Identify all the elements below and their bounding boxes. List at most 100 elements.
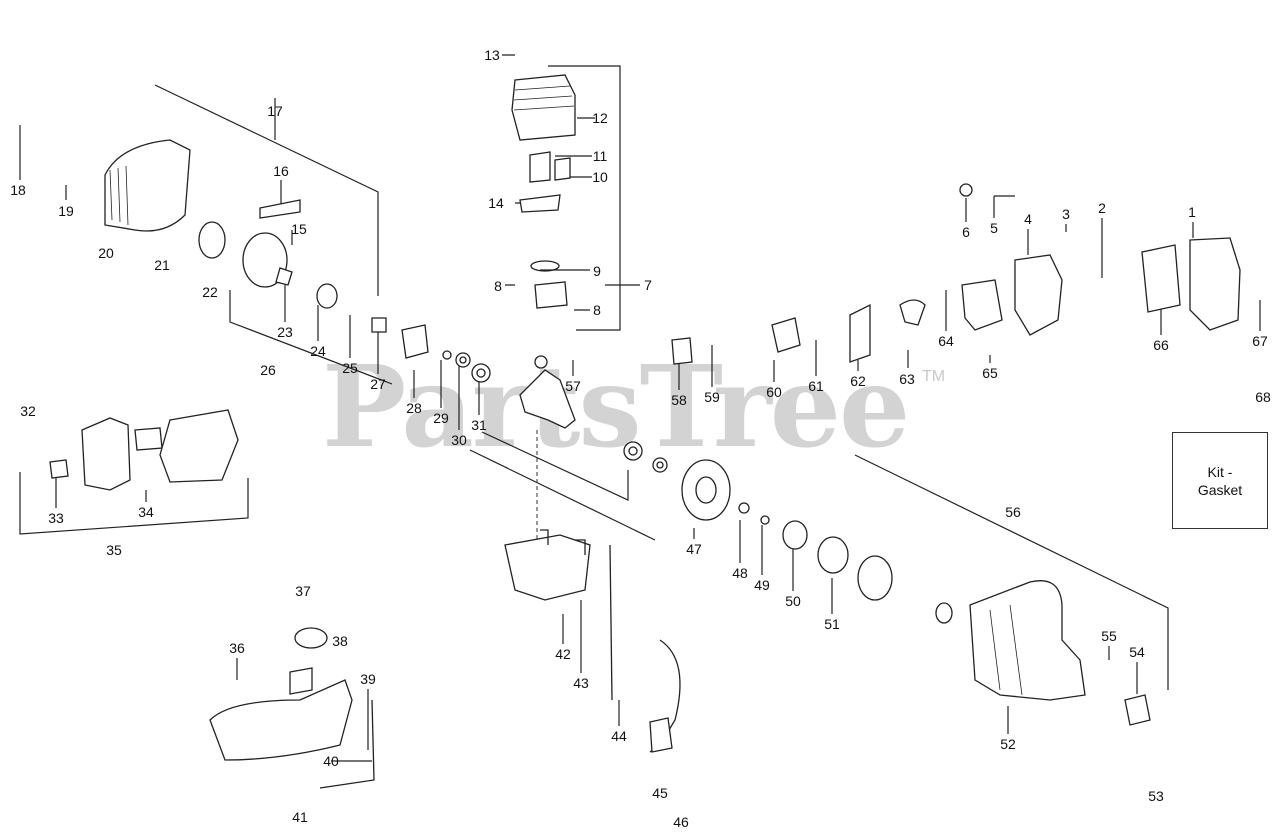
part-callout-53[interactable]: 53 <box>1148 788 1164 804</box>
part-callout-32[interactable]: 32 <box>20 403 36 419</box>
gasket-part <box>849 303 871 363</box>
air-filter-element-part <box>1141 244 1181 313</box>
part-callout-51[interactable]: 51 <box>824 616 840 632</box>
part-callout-33[interactable]: 33 <box>48 510 64 526</box>
kit-gasket-box[interactable]: Kit - Gasket <box>1172 432 1268 529</box>
part-callout-5[interactable]: 5 <box>990 220 998 236</box>
part-callout-40[interactable]: 40 <box>323 753 339 769</box>
part-callout-7[interactable]: 7 <box>644 277 652 293</box>
part-callout-13[interactable]: 13 <box>484 47 500 63</box>
part-callout-24[interactable]: 24 <box>310 343 326 359</box>
clutch-part <box>817 536 849 574</box>
part-callout-15[interactable]: 15 <box>291 221 307 237</box>
part-callout-28[interactable]: 28 <box>406 400 422 416</box>
carb-spacer-part <box>771 317 801 353</box>
part-callout-38[interactable]: 38 <box>332 633 348 649</box>
part-callout-54[interactable]: 54 <box>1129 644 1145 660</box>
kit-line-1: Kit - <box>1207 463 1233 480</box>
part-callout-64[interactable]: 64 <box>938 333 954 349</box>
part-callout-34[interactable]: 34 <box>138 504 154 520</box>
part-callout-44[interactable]: 44 <box>611 728 627 744</box>
part-callout-6[interactable]: 6 <box>962 224 970 240</box>
part-callout-25[interactable]: 25 <box>342 360 358 376</box>
part-callout-14[interactable]: 14 <box>488 195 504 211</box>
part-callout-11[interactable]: 11 <box>592 148 608 164</box>
part-callout-35[interactable]: 35 <box>106 542 122 558</box>
part-callout-4[interactable]: 4 <box>1024 211 1032 227</box>
part-callout-42[interactable]: 42 <box>555 646 571 662</box>
part-callout-12[interactable]: 12 <box>592 110 608 126</box>
part-callout-19[interactable]: 19 <box>58 203 74 219</box>
part-callout-36[interactable]: 36 <box>229 640 245 656</box>
part-callout-49[interactable]: 49 <box>754 577 770 593</box>
part-callout-47[interactable]: 47 <box>686 541 702 557</box>
air-filter-base-part <box>1014 254 1063 336</box>
part-callout-30[interactable]: 30 <box>451 432 467 448</box>
leader-30 <box>469 449 656 541</box>
part-callout-57[interactable]: 57 <box>565 378 581 394</box>
part-callout-20[interactable]: 20 <box>98 245 114 261</box>
crankcase-part <box>504 534 591 601</box>
part-callout-41[interactable]: 41 <box>292 809 308 825</box>
part-callout-2[interactable]: 2 <box>1098 200 1106 216</box>
kit-line-2: Gasket <box>1197 481 1243 498</box>
bracket-56 <box>854 454 1169 690</box>
part-callout-60[interactable]: 60 <box>766 384 782 400</box>
part-callout-55[interactable]: 55 <box>1101 628 1117 644</box>
part-callout-68[interactable]: 68 <box>1255 389 1271 405</box>
air-filter-cover-part <box>1189 237 1241 331</box>
part-callout-67[interactable]: 67 <box>1252 333 1268 349</box>
part-callout-1[interactable]: 1 <box>1188 204 1196 220</box>
part-callout-48[interactable]: 48 <box>732 565 748 581</box>
part-callout-61[interactable]: 61 <box>808 378 824 394</box>
engine-shroud-part <box>104 139 191 232</box>
bracket-17 <box>154 84 379 296</box>
part-callout-10[interactable]: 10 <box>592 169 608 185</box>
part-callout-22[interactable]: 22 <box>202 284 218 300</box>
part-callout-56[interactable]: 56 <box>1005 504 1021 520</box>
part-callout-62[interactable]: 62 <box>850 373 866 389</box>
part-callout-27[interactable]: 27 <box>370 376 386 392</box>
clutch-housing-part <box>969 580 1086 701</box>
part-callout-46[interactable]: 46 <box>673 814 689 830</box>
part-callout-26[interactable]: 26 <box>260 362 276 378</box>
part-sketches <box>49 74 1241 789</box>
part-callout-39[interactable]: 39 <box>360 671 376 687</box>
bracket-7 <box>548 65 621 331</box>
crankshaft-part <box>519 369 576 429</box>
fuel-tank-part <box>209 679 353 761</box>
part-callout-23[interactable]: 23 <box>277 324 293 340</box>
ignition-lead-part <box>609 544 613 701</box>
starter-handle-part <box>259 199 301 219</box>
spark-lead-part <box>649 639 681 753</box>
fuel-cap-part <box>294 627 328 649</box>
bracket-35 <box>19 472 249 535</box>
part-callout-18[interactable]: 18 <box>10 182 26 198</box>
part-callout-16[interactable]: 16 <box>273 163 289 179</box>
bracket-26 <box>229 290 393 385</box>
part-callout-8[interactable]: 8 <box>593 302 601 318</box>
part-callout-59[interactable]: 59 <box>704 389 720 405</box>
part-callout-66[interactable]: 66 <box>1153 337 1169 353</box>
partstree-watermark: PartsTree <box>322 342 910 473</box>
part-callout-37[interactable]: 37 <box>295 583 311 599</box>
part-callout-17[interactable]: 17 <box>267 103 283 119</box>
part-callout-21[interactable]: 21 <box>154 257 170 273</box>
part-callout-63[interactable]: 63 <box>899 371 915 387</box>
part-callout-52[interactable]: 52 <box>1000 736 1016 752</box>
part-callout-43[interactable]: 43 <box>573 675 589 691</box>
part-callout-3[interactable]: 3 <box>1062 206 1070 222</box>
part-callout-45[interactable]: 45 <box>652 785 668 801</box>
part-callout-8[interactable]: 8 <box>494 278 502 294</box>
part-callout-31[interactable]: 31 <box>471 417 487 433</box>
part-callout-50[interactable]: 50 <box>785 593 801 609</box>
nut-part <box>316 283 338 309</box>
piston-part <box>534 281 568 309</box>
bracket-lines <box>19 54 1261 762</box>
part-callout-58[interactable]: 58 <box>671 392 687 408</box>
part-callout-65[interactable]: 65 <box>982 365 998 381</box>
part-callout-9[interactable]: 9 <box>593 263 601 279</box>
primer-part <box>899 299 926 326</box>
part-callout-29[interactable]: 29 <box>433 410 449 426</box>
